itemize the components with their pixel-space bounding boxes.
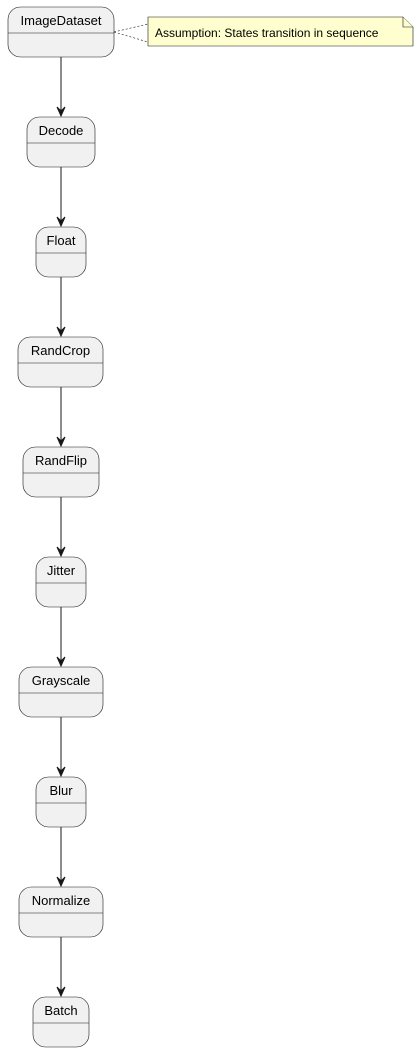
- arrowhead-icon: [56, 216, 66, 228]
- transition-grayscale-to-blur: [56, 717, 66, 778]
- arrowhead-icon: [56, 436, 66, 448]
- state-box: [17, 336, 104, 388]
- state-box: [35, 226, 87, 278]
- state-rand-crop: RandCrop: [17, 336, 104, 388]
- transition-jitter-to-grayscale: [56, 607, 66, 668]
- state-box: [35, 556, 87, 608]
- state-box: [18, 886, 104, 938]
- note-connector: [113, 31, 149, 43]
- state-label: Decode: [39, 123, 84, 138]
- state-batch: Batch: [32, 996, 90, 1048]
- note-fold-corner: [402, 17, 413, 28]
- state-image-dataset: ImageDataset: [7, 6, 115, 58]
- transition-rand-crop-to-rand-flip: [56, 387, 66, 448]
- state-box: [26, 116, 96, 168]
- transition-rand-flip-to-jitter: [56, 497, 66, 558]
- state-normalize: Normalize: [18, 886, 104, 938]
- state-label: Grayscale: [32, 673, 91, 688]
- transition-decode-to-float: [56, 167, 66, 228]
- transitions-layer: [56, 57, 66, 998]
- state-label: RandCrop: [31, 343, 90, 358]
- arrowhead-icon: [56, 766, 66, 778]
- state-jitter: Jitter: [35, 556, 87, 608]
- state-label: Float: [47, 233, 76, 248]
- arrowhead-icon: [56, 106, 66, 118]
- state-label: Jitter: [47, 563, 76, 578]
- state-label: Blur: [49, 783, 73, 798]
- transition-float-to-rand-crop: [56, 277, 66, 338]
- state-grayscale: Grayscale: [18, 666, 104, 718]
- state-box: [32, 996, 90, 1048]
- state-box: [35, 776, 87, 828]
- arrowhead-icon: [56, 326, 66, 338]
- transition-image-dataset-to-decode: [56, 57, 66, 118]
- note-connector: [113, 23, 149, 33]
- state-label: RandFlip: [35, 453, 87, 468]
- state-box: [18, 666, 104, 718]
- state-label: ImageDataset: [21, 13, 102, 28]
- state-blur: Blur: [35, 776, 87, 828]
- state-decode: Decode: [26, 116, 96, 168]
- arrowhead-icon: [56, 986, 66, 998]
- state-rand-flip: RandFlip: [22, 446, 100, 498]
- states-layer: ImageDatasetDecodeFloatRandCropRandFlipJ…: [7, 6, 115, 1048]
- arrowhead-icon: [56, 546, 66, 558]
- transition-normalize-to-batch: [56, 937, 66, 998]
- state-label: Normalize: [32, 893, 91, 908]
- note-text: Assumption: States transition in sequenc…: [155, 26, 379, 40]
- arrowhead-icon: [56, 876, 66, 888]
- note: Assumption: States transition in sequenc…: [113, 16, 414, 47]
- transition-blur-to-normalize: [56, 827, 66, 888]
- state-float: Float: [35, 226, 87, 278]
- state-box: [22, 446, 100, 498]
- state-label: Batch: [44, 1003, 77, 1018]
- arrowhead-icon: [56, 656, 66, 668]
- note-box: [147, 16, 414, 47]
